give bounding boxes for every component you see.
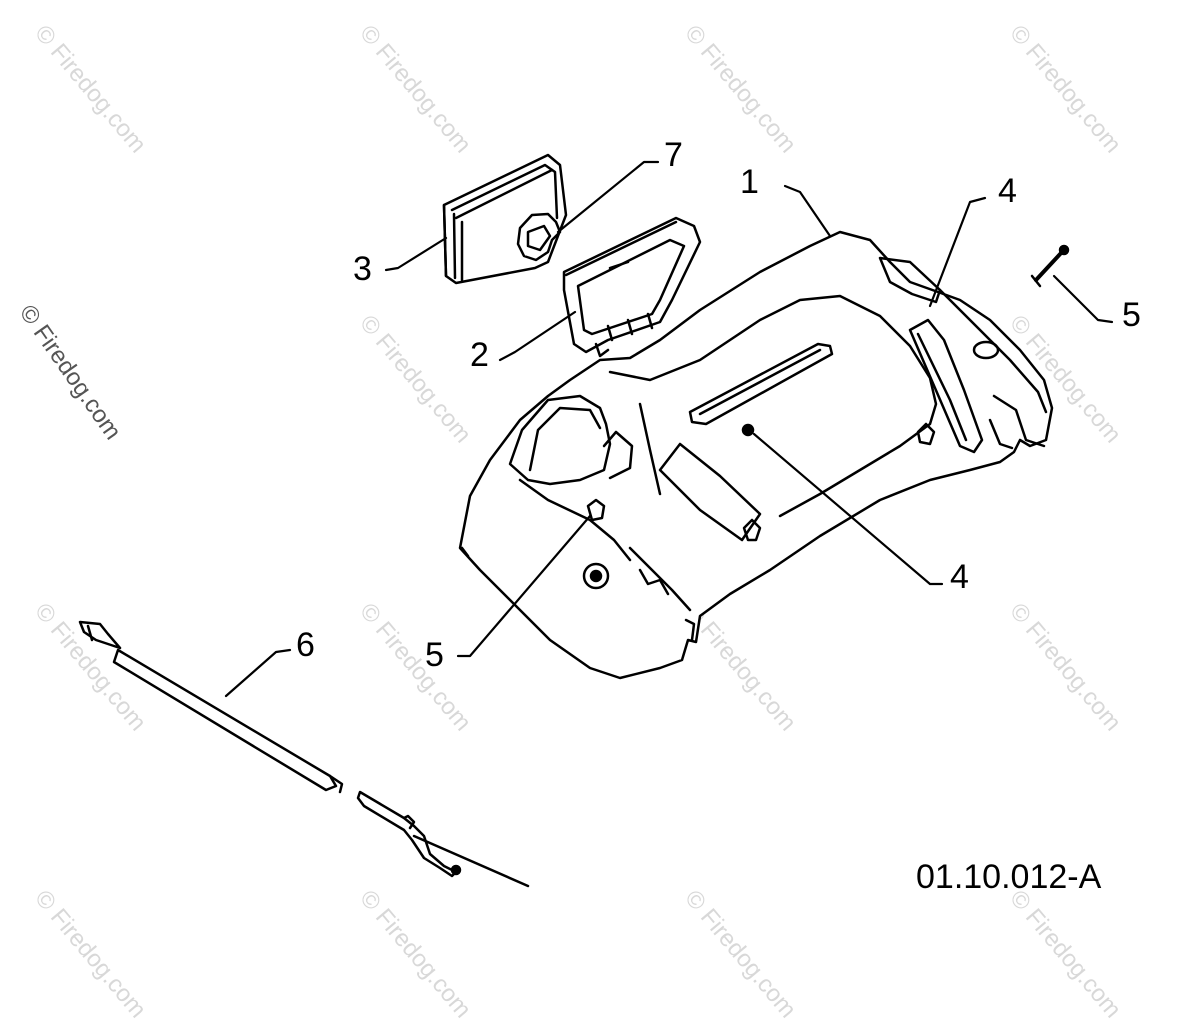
leader-3 xyxy=(384,236,448,272)
leader-7 xyxy=(556,160,660,234)
callout-3: 3 xyxy=(353,250,372,288)
callout-5-right: 5 xyxy=(1122,296,1141,334)
drawing-code: 01.10.012-A xyxy=(916,858,1102,896)
callout-2: 2 xyxy=(470,336,489,374)
callout-6: 6 xyxy=(296,626,315,664)
leader-2 xyxy=(498,310,577,362)
leader-4-bottom xyxy=(752,432,944,586)
part-2-filter-frame xyxy=(562,216,702,358)
part-6-cable xyxy=(78,620,530,888)
callout-4-top: 4 xyxy=(998,172,1017,210)
callout-1: 1 xyxy=(740,163,759,201)
part-1-housing xyxy=(458,230,1054,680)
leader-4-top xyxy=(928,196,987,308)
leader-5-right xyxy=(1052,274,1114,324)
callout-4-bottom: 4 xyxy=(950,558,969,596)
leader-5-left xyxy=(456,514,592,658)
leader-lines xyxy=(224,160,1114,698)
leader-1 xyxy=(783,184,832,238)
callout-5-left: 5 xyxy=(425,636,444,674)
callout-7: 7 xyxy=(664,136,683,174)
leader-6 xyxy=(224,648,292,698)
part-3-air-filter-housing xyxy=(442,153,568,285)
part-5-bolt-right xyxy=(1030,244,1070,288)
